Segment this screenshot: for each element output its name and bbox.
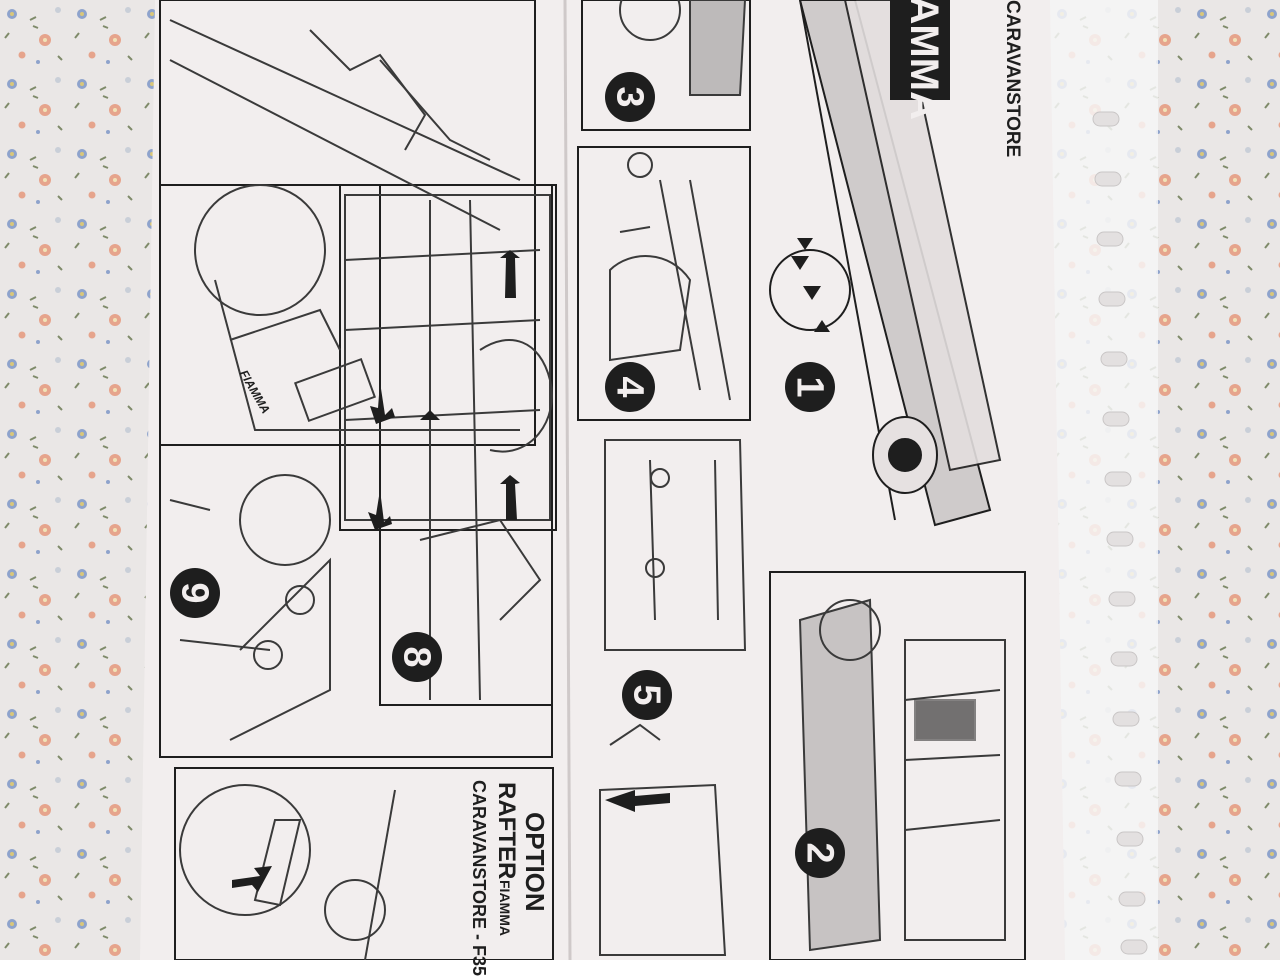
rafter-title: RAFTER [493,782,520,880]
panel-8-inset [339,184,557,531]
panel-3-illustration [619,0,747,96]
panel-9-illustration [169,474,331,741]
step-badge-3: 3 [605,72,655,122]
step-badge-8: 8 [392,632,442,682]
punch-holes [1092,111,1148,955]
step-badge-5: 5 [622,670,672,720]
adjust-arrows [791,238,830,332]
detail-circle-1 [769,249,851,331]
panel-8-illustration [344,194,553,701]
awning-roller [798,0,1002,527]
brand-top-text: CARAVANSTORE [1002,0,1023,158]
panel-a-illustration [169,19,521,431]
rafter-arrow [232,866,272,892]
step-badge-9: 9 [170,568,220,618]
rafter-subtitle: CARAVANSTORE - F35 [469,780,489,976]
panel-2 [769,571,1026,960]
panel-3 [581,0,751,131]
plastic-sleeve [1048,0,1158,960]
rafter-logo: FIAMMA [497,880,513,936]
panel-5-illustration [599,439,747,956]
rafter-illustration [179,784,396,960]
step-badge-4: 4 [605,362,655,412]
panel-optional [174,767,554,960]
brand-logo-text: FIAMMA [902,0,946,120]
black-arrows [368,250,520,530]
step-badge-1: 1 [785,362,835,412]
step-badge-2: 2 [795,828,845,878]
optional-heading: OPTION [520,812,550,912]
panel-4 [577,146,751,421]
brand-logo-bar [890,0,950,100]
panel-4-illustration [609,152,731,401]
panel-5-arrow [605,790,670,812]
